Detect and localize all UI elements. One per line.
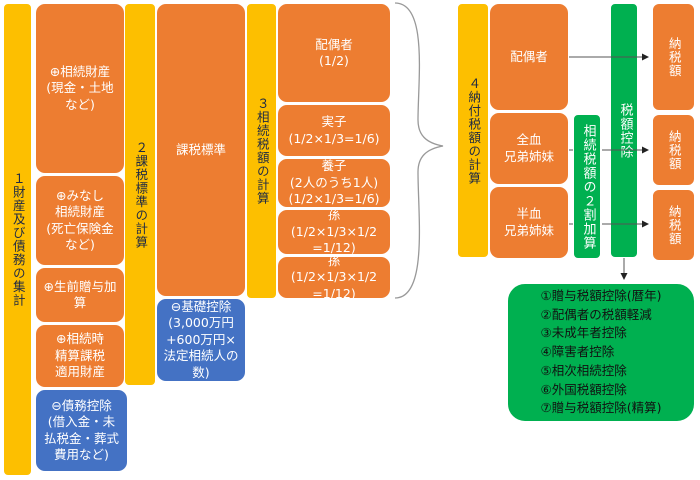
step1-aggregation-label: １財産及び債務の集計	[3, 3, 32, 476]
heir-grandchild-box-2: 孫 (1/2×1/3×1/2 =1/12)	[277, 253, 391, 301]
right-curly-brace	[394, 2, 444, 299]
payable-tax-box-3: 納税額	[652, 189, 695, 261]
step3-tax-amount-label: ３相続税額の計算	[246, 3, 277, 299]
payable-tax-box-1: 納税額	[652, 3, 695, 111]
lifetime-gift-addition-box: ⊕生前贈与加 算	[35, 267, 125, 323]
tax-base-box: 課税標準	[156, 3, 246, 297]
twenty-percent-surcharge-box: 相続税額の２割加算	[573, 114, 601, 259]
basic-deduction-box: ⊖基礎控除 (3,000万円 +600万円× 法定相続人の 数)	[156, 298, 246, 382]
payable-tax-box-2: 納税額	[652, 114, 695, 186]
tax-credit-bar: 税額控除	[610, 3, 638, 258]
heir-grandchild-box-1: 孫 (1/2×1/3×1/2 =1/12)	[277, 207, 391, 255]
heir-biological-child-box: 実子 (1/2×1/3=1/6)	[277, 104, 391, 157]
payer-spouse-box: 配偶者	[489, 3, 569, 111]
step2-tax-base-label: ２課税標準の計算	[124, 3, 156, 386]
payer-half-sibling-box: 半血 兄弟姉妹	[489, 186, 569, 259]
deemed-inheritance-box: ⊕みなし 相続財産 (死亡保険金 など)	[35, 175, 125, 266]
tax-credit-list-box: ①贈与税額控除(暦年) ②配偶者の税額軽減 ③未成年者控除 ④障害者控除 ⑤相次…	[507, 283, 695, 422]
payer-full-sibling-box: 全血 兄弟姉妹	[489, 112, 569, 185]
step4-payable-tax-label: ４納付税額の計算	[457, 3, 489, 258]
heir-spouse-box: 配偶者 (1/2)	[277, 3, 391, 103]
settlement-taxation-box: ⊕相続時 精算課税 適用財産	[35, 324, 125, 388]
heir-adopted-child-box: 養子 (2人のうち1人) (1/2×1/3=1/6)	[277, 158, 391, 208]
debt-deduction-box: ⊖債務控除 (借入金・未 払税金・葬式 費用など)	[35, 389, 128, 472]
tax-credit-list: ①贈与税額控除(暦年) ②配偶者の税額軽減 ③未成年者控除 ④障害者控除 ⑤相次…	[540, 287, 662, 416]
inheritance-assets-box: ⊕相続財産 (現金・土地 など)	[35, 3, 125, 174]
